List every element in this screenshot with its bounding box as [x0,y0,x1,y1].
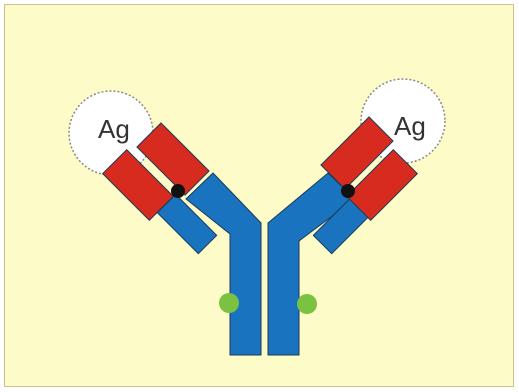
antibody-svg: Ag Ag [5,5,513,386]
variable-region-heavy-right [320,116,394,190]
variable-region-light-right [345,148,419,222]
variable-region-heavy-left [136,122,210,196]
antigen-left-label: Ag [98,114,130,144]
heavy-chain-left [185,172,262,356]
variable-region-light-left [101,148,175,222]
disulfide-bond-left [171,184,185,198]
glycan-left [219,293,239,313]
disulfide-bond-right [341,184,355,198]
antibody-diagram: Ag Ag [4,4,514,387]
antigen-right-label: Ag [394,111,426,141]
glycan-right [297,294,317,314]
